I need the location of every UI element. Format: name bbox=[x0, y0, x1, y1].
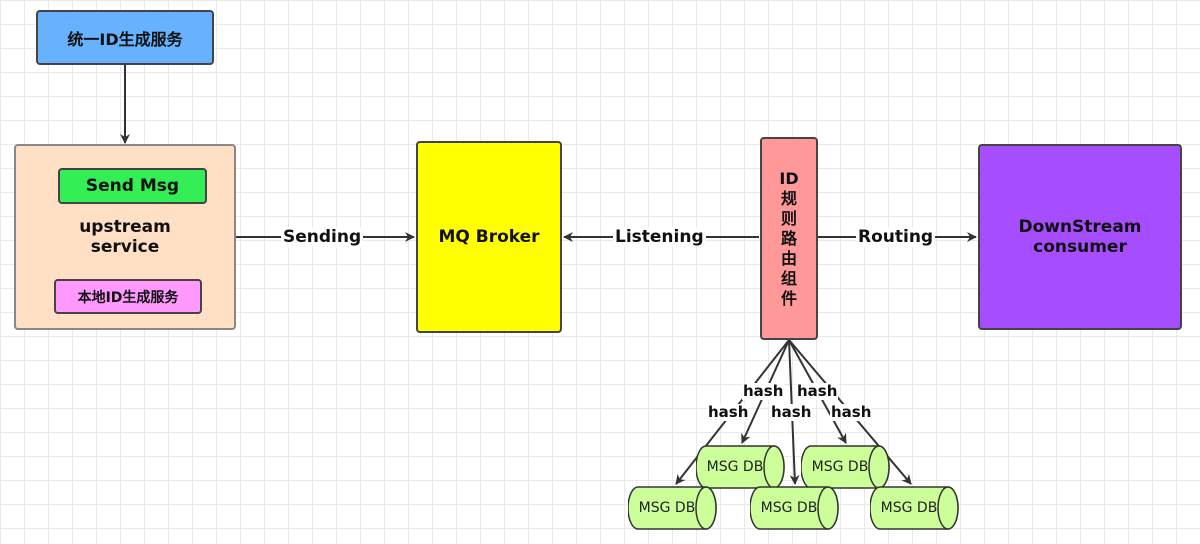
local-id-service-node[interactable]: 本地ID生成服务 bbox=[54, 279, 202, 314]
msg-db-2[interactable]: MSG DB bbox=[801, 445, 891, 489]
id-service-node[interactable]: 统一ID生成服务 bbox=[36, 10, 214, 65]
hash-label-2: hash bbox=[796, 382, 839, 400]
downstream-consumer-node[interactable]: DownStream consumer bbox=[978, 144, 1182, 330]
hash-label-1: hash bbox=[742, 382, 785, 400]
msg-db-5[interactable]: MSG DB bbox=[870, 486, 960, 530]
hash-label-5: hash bbox=[830, 403, 873, 421]
mq-broker-label: MQ Broker bbox=[438, 227, 540, 247]
cylinder-icon bbox=[870, 486, 959, 530]
msg-db-1[interactable]: MSG DB bbox=[696, 445, 786, 489]
listening-label: Listening bbox=[613, 227, 706, 247]
downstream-consumer-label: DownStream consumer bbox=[1018, 217, 1142, 257]
id-service-label: 统一ID生成服务 bbox=[67, 29, 183, 49]
cylinder-icon bbox=[750, 486, 839, 530]
hash-label-3: hash bbox=[707, 403, 750, 421]
id-router-node[interactable]: ID 规 则 路 由 组 件 bbox=[760, 137, 818, 340]
mq-broker-node[interactable]: MQ Broker bbox=[416, 141, 562, 333]
msg-db-label: MSG DB bbox=[811, 459, 869, 475]
msg-db-label: MSG DB bbox=[706, 459, 764, 475]
sending-label: Sending bbox=[281, 227, 364, 247]
routing-label: Routing bbox=[856, 227, 936, 247]
msg-db-label: MSG DB bbox=[880, 500, 938, 516]
cylinder-icon bbox=[628, 486, 717, 530]
id-router-label: ID 规 则 路 由 组 件 bbox=[779, 168, 799, 308]
msg-db-label: MSG DB bbox=[638, 500, 696, 516]
msg-db-label: MSG DB bbox=[760, 500, 818, 516]
local-id-service-label: 本地ID生成服务 bbox=[77, 289, 179, 306]
hash-label-4: hash bbox=[770, 403, 813, 421]
send-msg-node[interactable]: Send Msg bbox=[58, 168, 207, 204]
msg-db-3[interactable]: MSG DB bbox=[628, 486, 718, 530]
send-msg-label: Send Msg bbox=[85, 176, 180, 196]
upstream-service-label: upstream service bbox=[79, 217, 171, 257]
msg-db-4[interactable]: MSG DB bbox=[750, 486, 840, 530]
cylinder-icon bbox=[696, 445, 785, 489]
